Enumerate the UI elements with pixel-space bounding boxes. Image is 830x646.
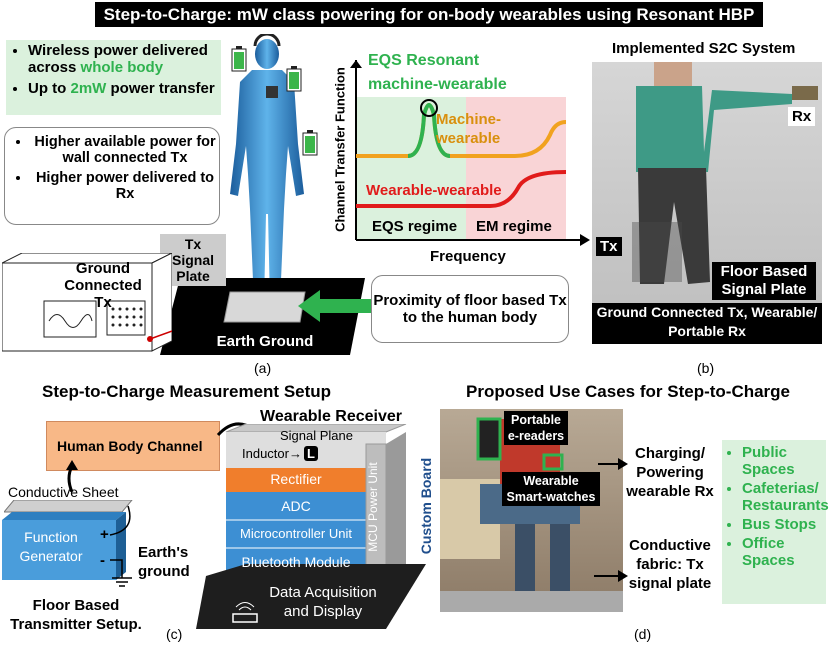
human-body-figure [230, 34, 304, 304]
earth-ground-label: Earth Ground [216, 333, 314, 350]
bullets-benefit-box: Higher available power for wall connecte… [4, 127, 220, 225]
panel-b-footer: Ground Connected Tx, Wearable/ Portable … [592, 303, 822, 344]
caption-b: (b) [697, 360, 715, 376]
graph-ylabel: Channel Transfer Function [332, 67, 348, 232]
portable-ereaders-label: Portable e-readers [504, 411, 568, 445]
bullet-2mw: 2mW [70, 80, 107, 97]
bluetooth-layer: Bluetooth Module [241, 554, 351, 570]
adc-layer: ADC [281, 498, 311, 514]
use-case-item: Bus Stops [742, 516, 826, 533]
caption-d: (d) [634, 626, 652, 642]
use-case-item: Public Spaces [742, 444, 826, 478]
mcu-power-label: MCU Power Unit [366, 462, 380, 552]
conductive-fabric-label: Conductive fabric: Tx signal plate [628, 537, 712, 592]
rx-label: Rx [788, 107, 816, 126]
function-generator-label: Function Generator [19, 529, 83, 564]
em-regime-label: EM regime [476, 218, 552, 235]
bullet-higher-available-power: Higher available power for wall connecte… [31, 134, 219, 166]
channel-graph [350, 60, 590, 246]
bullet-whole-body: whole body [80, 59, 164, 76]
panel-c-title: Step-to-Charge Measurement Setup [42, 382, 332, 401]
use-cases-box: Public Spaces Cafeterias/ Restaurants Bu… [722, 440, 829, 604]
panel-b-title: Implemented S2C System [612, 40, 796, 57]
human-body-channel-label: Human Body Channel [57, 438, 203, 454]
wearable-receiver-label: Wearable Receiver [260, 408, 403, 425]
custom-board-label: Custom Board [418, 457, 434, 555]
proximity-arrow [298, 290, 373, 322]
up-arrow [66, 460, 78, 492]
wearable-wearable-label: Wearable-wearable [366, 182, 502, 199]
machine-wearable-label: Machine-wearable [436, 111, 502, 147]
use-case-item: Office Spaces [742, 535, 826, 569]
signal-plane-label: Signal Plane [280, 428, 353, 443]
receiver-stack [196, 424, 426, 629]
bullet-whole-body-prefix: Wireless power delivered across [28, 42, 208, 76]
fg-plus: + [100, 526, 109, 543]
em-region [466, 97, 566, 239]
battery-icon [302, 130, 318, 156]
ground-connected-tx-label: Ground Connected Tx [64, 260, 142, 311]
graph-xlabel: Frequency [430, 248, 506, 265]
caption-a: (a) [254, 360, 272, 376]
arrow-fabric [594, 570, 628, 582]
floor-tx-label: Floor Based Transmitter Setup. [10, 597, 142, 633]
graph-heading-2: machine-wearable [368, 76, 507, 93]
fg-minus: - [100, 552, 105, 569]
bullet-higher-power-delivered: Higher power delivered to Rx [31, 170, 219, 202]
charging-label: Charging/ Powering wearable Rx [626, 445, 714, 500]
human-body-channel-box: Human Body Channel [46, 421, 220, 471]
function-generator-box [2, 512, 126, 580]
rectifier-layer: Rectifier [270, 471, 322, 487]
daq-label: Data Acquisition and Display [269, 584, 377, 620]
graph-heading-1: EQS Resonant [368, 52, 480, 69]
eqs-regime-label: EQS regime [372, 218, 458, 235]
bullet-up-to: Up to [28, 80, 71, 97]
proximity-text: Proximity of floor based Tx to the human… [373, 292, 567, 326]
use-case-item: Cafeterias/ Restaurants [742, 480, 829, 514]
eqs-region [356, 97, 466, 239]
battery-icon [286, 66, 302, 92]
tx-signal-plate-label: Tx Signal Plate [160, 234, 226, 286]
caption-c: (c) [166, 626, 183, 642]
arrow-charging [598, 458, 628, 470]
person-silhouette [632, 62, 818, 284]
conductive-sheet-label: Conductive Sheet [8, 484, 119, 500]
inductor-l-badge: L [303, 446, 318, 461]
ground-connected-tx-instrument [2, 253, 172, 352]
wearable-watches-label: Wearable Smart-watches [502, 472, 600, 506]
ground-wire [109, 505, 132, 587]
page-title: Step-to-Charge: mW class powering for on… [95, 2, 763, 27]
inductor-text: Inductor [242, 446, 289, 461]
inductor-label: Inductor→L [242, 446, 318, 461]
mcu-layer: Microcontroller Unit [240, 526, 352, 541]
panel-d-title: Proposed Use Cases for Step-to-Charge [466, 382, 791, 401]
proximity-box: Proximity of floor based Tx to the human… [371, 275, 569, 343]
bullet-power-transfer: power transfer [106, 80, 215, 97]
earths-ground-label: Earth's ground [138, 544, 190, 580]
battery-icon [231, 46, 247, 72]
tx-label: Tx [596, 237, 622, 256]
floor-plate-label: Floor Based Signal Plate [712, 262, 816, 300]
s2c-system-photo [592, 62, 822, 344]
router-icon [232, 602, 258, 623]
bullets-power-box: Wireless power delivered across whole bo… [6, 40, 221, 115]
